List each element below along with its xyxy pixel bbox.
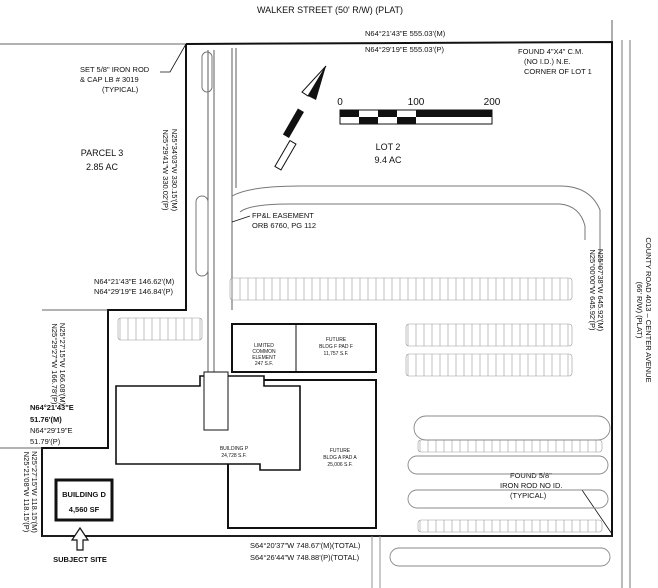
left3-bearing-plat: N25°21'08"W 118.15'(P) <box>22 452 31 533</box>
right-bearing-plat: N25°00'00"W 645.92'(P) <box>588 249 597 331</box>
parking-drive-outline <box>195 51 601 277</box>
mid-bearing-plat: N64°29'19"E 146.84'(P) <box>94 287 173 296</box>
right-bearing-measured: N25°07'38"W 645.92'(M) <box>596 249 605 332</box>
future-a-1: FUTURE <box>330 448 351 454</box>
county-road <box>621 40 631 588</box>
limited-common-2: COMMON <box>252 349 276 355</box>
lot2-area: 9.4 AC <box>374 155 402 165</box>
left2-bearing-plat: N25°29'27"W 166.78'(P) <box>50 323 59 405</box>
lower-bearing-p2: 51.79'(P) <box>30 437 61 446</box>
scale-mid: 100 <box>408 97 425 108</box>
county-road-label: COUNTY ROAD 4013 – CENTER AVENUE <box>644 237 653 382</box>
parking-row <box>229 277 573 301</box>
iron-rod-note: SET 5/8" IRON ROD <box>80 65 150 74</box>
future-a-2: BLDG A PAD A <box>323 455 357 461</box>
lower-bearing-m: N64°21'43"E <box>30 403 74 412</box>
bottom-bearing-measured: S64°20'37"W 748.67'(M)(TOTAL) <box>250 541 361 550</box>
scale-bar <box>339 109 493 125</box>
county-road-label-2: (66' R/W) (PLAT) <box>635 282 644 339</box>
limited-common-3: ELEMENT <box>252 355 276 361</box>
subject-arrow-icon <box>70 526 90 551</box>
future-f-1: FUTURE <box>326 337 347 343</box>
found-rod-leader <box>570 489 613 535</box>
found-cm-note: FOUND 4"X4" C.M. <box>518 47 583 56</box>
found-cm-note-2: (NO I.D.) N.E. <box>524 57 571 66</box>
parking-row <box>405 323 573 347</box>
top-bearing-measured: N64°21'43"E 555.03'(M) <box>365 29 446 38</box>
bottom-bearing-plat: S64°26'44"W 748.88'(P)(TOTAL) <box>250 553 360 562</box>
future-f-3: 11,757 S.F. <box>324 351 349 357</box>
adjacent-lot-lines <box>0 20 613 537</box>
limited-common-4: 247 S.F. <box>255 361 273 367</box>
easement-label: FP&L EASEMENT <box>252 211 314 220</box>
future-f-2: BLDG F PAD F <box>319 344 353 350</box>
scale-zero: 0 <box>337 97 343 108</box>
parking-row <box>417 519 603 533</box>
lower-drive-outline <box>371 415 611 588</box>
subject-site-label: SUBJECT SITE <box>53 555 107 564</box>
parking-row <box>117 317 203 341</box>
parcel3-area: 2.85 AC <box>86 162 119 172</box>
found-rod-note-3: (TYPICAL) <box>510 491 547 500</box>
found-rod-note: FOUND 5/8" <box>510 471 552 480</box>
parking-row <box>417 439 603 453</box>
left-bearing-plat: N25°29'41"W 330.02'(P) <box>161 129 170 211</box>
mid-bearing-measured: N64°21'43"E 146.62'(M) <box>94 277 175 286</box>
building-d-area: 4,560 SF <box>69 505 100 514</box>
iron-rod-leader <box>160 43 187 73</box>
iron-rod-note-2: & CAP LB # 3019 <box>80 75 139 84</box>
building-p-area: 24,728 S.F. <box>221 453 246 459</box>
north-arrow-icon <box>274 65 327 171</box>
limited-common-1: LIMITED <box>254 343 274 349</box>
top-bearing-plat: N64°29'19"E 555.03'(P) <box>365 45 444 54</box>
building-p-name: BUILDING P <box>220 446 249 452</box>
left2-bearing-measured: N25°27'15"W 166.08'(M) <box>58 323 67 406</box>
found-rod-note-2: IRON ROD NO ID. <box>500 481 563 490</box>
easement-ref: ORB 6760, PG 112 <box>252 221 316 230</box>
future-a-3: 25,006 S.F. <box>327 462 352 468</box>
parcel3-name: PARCEL 3 <box>81 148 124 158</box>
easement-leader <box>231 215 251 223</box>
lower-bearing-m2: 51.76'(M) <box>30 415 62 424</box>
future-pad-f <box>231 323 377 373</box>
scale-end: 200 <box>484 97 501 108</box>
left-bearing-measured: N25°34'03"W 330.15'(M) <box>170 129 179 212</box>
iron-rod-note-3: (TYPICAL) <box>102 85 139 94</box>
building-p-annex <box>203 371 229 431</box>
lower-bearing-p: N64°29'19"E <box>30 426 73 435</box>
lot2-name: LOT 2 <box>376 142 401 152</box>
street-label: WALKER STREET (50' R/W) (PLAT) <box>257 5 403 15</box>
left3-bearing-measured: N25°27'15"W 118.15'(M) <box>30 451 39 533</box>
found-cm-note-3: CORNER OF LOT 1 <box>524 67 592 76</box>
building-d-name: BUILDING D <box>62 490 106 499</box>
building-d <box>54 478 114 522</box>
parking-row <box>405 353 573 377</box>
